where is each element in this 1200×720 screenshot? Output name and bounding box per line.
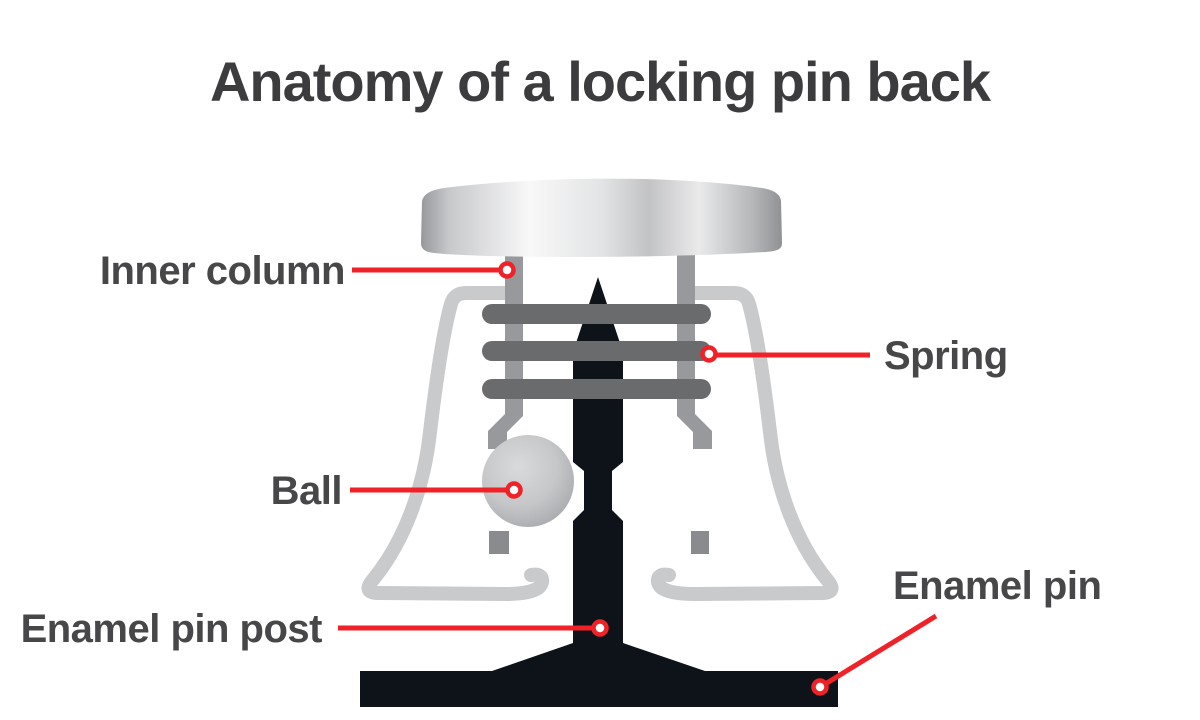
shell-left-wall [361, 286, 550, 601]
label-inner-column: Inner column [99, 249, 346, 293]
spring-coil-middle [482, 341, 711, 361]
inner-column-marker [498, 261, 516, 279]
ball-marker [505, 481, 523, 499]
label-enamel-pin-post: Enamel pin post [20, 607, 323, 651]
ball-shape [482, 435, 574, 527]
label-spring: Spring [884, 334, 1008, 378]
cap-shape [421, 178, 782, 257]
enamel-pin-callout-line [820, 613, 938, 689]
shell-right-wall [650, 286, 839, 601]
inner-column-right-foot [691, 531, 709, 554]
spring-coil-top [482, 304, 711, 324]
pin-post-marker [591, 619, 609, 637]
page-title: Anatomy of a locking pin back [209, 50, 991, 113]
enamel-pin-marker [811, 678, 829, 696]
label-enamel-pin: Enamel pin [893, 564, 1102, 608]
spring-coil-bottom [482, 379, 711, 399]
label-ball: Ball [270, 469, 343, 513]
spring-marker [700, 345, 718, 363]
enamel-pin-shape [360, 277, 838, 707]
inner-column-left-foot [489, 531, 509, 554]
